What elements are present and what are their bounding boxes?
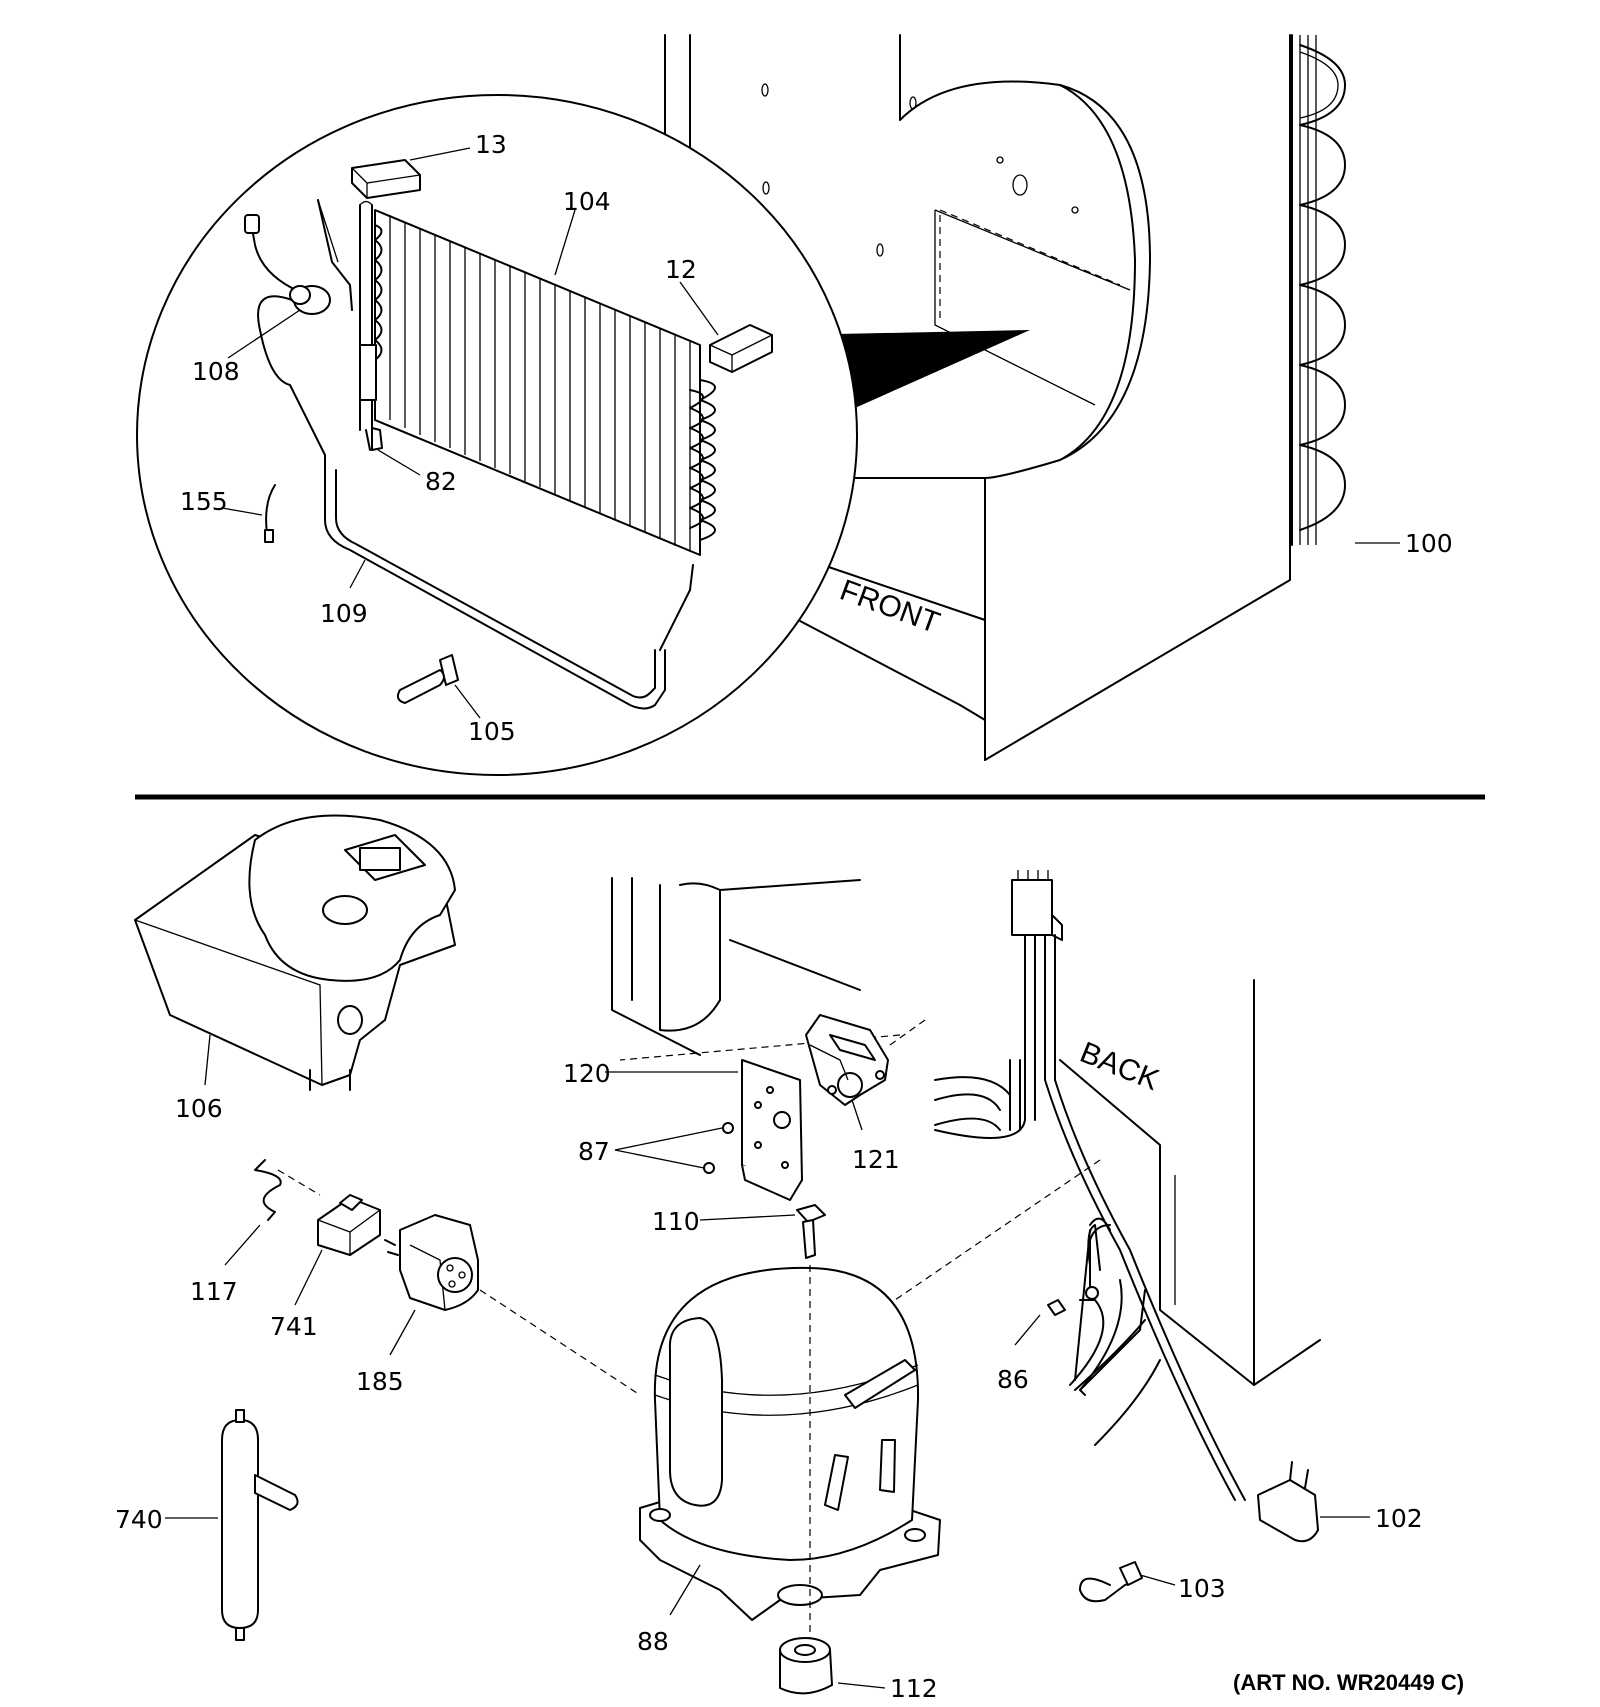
bolt-110 [796, 1204, 826, 1259]
grommet-112 [779, 1637, 833, 1695]
callout-120: 120 [563, 1059, 611, 1088]
callout-109: 109 [320, 599, 368, 628]
callout-121: 121 [852, 1145, 900, 1174]
callout-104: 104 [563, 187, 611, 216]
overload-185 [384, 1214, 641, 1396]
callout-86: 86 [997, 1365, 1029, 1394]
defrost-heater-tube [324, 469, 694, 710]
callout-108: 108 [192, 357, 240, 386]
callout-155: 155 [180, 487, 228, 516]
callout-741: 741 [270, 1312, 318, 1341]
back-cabinet [611, 877, 1321, 1386]
screw-87-b [703, 1162, 715, 1174]
block-13 [351, 159, 421, 199]
callout-100: 100 [1405, 529, 1453, 558]
mounting-bracket [741, 1059, 803, 1201]
front-marking: FRONT [836, 574, 944, 640]
callout-112: 112 [890, 1674, 938, 1703]
top-leader-lines [221, 147, 1400, 719]
back-marking: BACK [1075, 1036, 1163, 1097]
power-cord-harness [934, 870, 1319, 1543]
ground-screw-86 [1047, 1299, 1066, 1316]
screw-87-a [722, 1122, 734, 1134]
callout-117: 117 [190, 1277, 238, 1306]
defrost-timer [805, 1014, 926, 1106]
callout-88: 88 [637, 1627, 669, 1656]
sensor-82 [371, 427, 383, 451]
defrost-thermostat [244, 199, 353, 506]
condenser-coil [1291, 34, 1346, 546]
callout-13: 13 [475, 130, 507, 159]
callout-740: 740 [115, 1505, 163, 1534]
callout-110: 110 [652, 1207, 700, 1236]
plug-105 [396, 654, 459, 704]
callout-185: 185 [356, 1367, 404, 1396]
callout-103: 103 [1178, 1574, 1226, 1603]
callout-102: 102 [1375, 1504, 1423, 1533]
evaporator [359, 200, 716, 556]
callout-105: 105 [468, 717, 516, 746]
art-number: (ART NO. WR20449 C) [1233, 1670, 1464, 1695]
callout-87: 87 [578, 1137, 610, 1166]
compressor [639, 1265, 941, 1680]
callout-82: 82 [425, 467, 457, 496]
clip-117 [254, 1159, 321, 1221]
icemaker [134, 814, 456, 1091]
relay-741 [317, 1194, 381, 1256]
block-12 [709, 324, 773, 373]
bottom-leader-lines [165, 1034, 1370, 1689]
callout-106: 106 [175, 1094, 223, 1123]
dryer-740 [221, 1409, 299, 1641]
callout-12: 12 [665, 255, 697, 284]
